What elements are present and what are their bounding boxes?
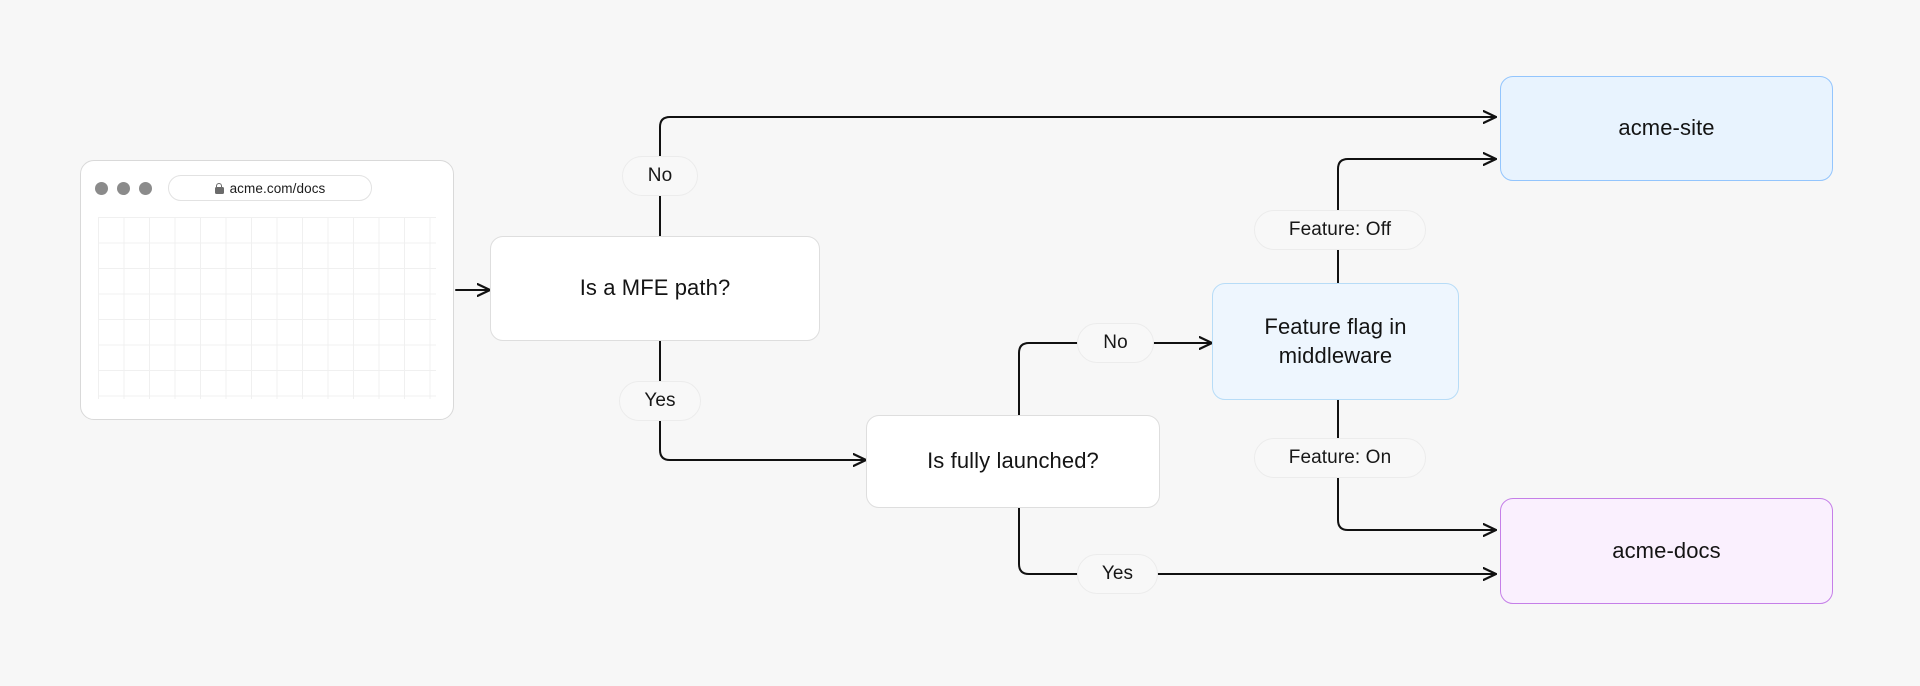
address-bar[interactable]: acme.com/docs — [168, 175, 372, 201]
url-text: acme.com/docs — [229, 180, 326, 196]
node-acme-site-label: acme-site — [1618, 115, 1715, 141]
edge-feature-on-to-docs — [1337, 477, 1496, 530]
edge-label-mfe-yes: Yes — [619, 381, 701, 421]
traffic-lights — [95, 181, 152, 195]
edge-label-launched-no: No — [1077, 323, 1154, 363]
edge-label-launched-no-text: No — [1103, 332, 1128, 353]
node-is-fully-launched[interactable]: Is fully launched? — [866, 415, 1160, 508]
node-is-mfe-path-label: Is a MFE path? — [579, 275, 731, 301]
edge-mfe-yes-to-launched — [659, 420, 866, 460]
edge-label-mfe-no-text: No — [647, 165, 673, 186]
edge-launched-no-up — [1018, 342, 1078, 416]
node-feature-flag-line2: middleware — [1278, 342, 1393, 368]
node-acme-site[interactable]: acme-site — [1500, 76, 1833, 181]
edge-label-mfe-no: No — [622, 156, 698, 196]
edge-label-feature-on: Feature: On — [1254, 438, 1426, 478]
dot-green-icon[interactable] — [139, 181, 152, 195]
edge-label-feature-on-text: Feature: On — [1288, 447, 1392, 468]
edge-label-feature-off: Feature: Off — [1254, 210, 1426, 250]
edge-label-feature-off-text: Feature: Off — [1288, 219, 1392, 240]
browser-toolbar: acme.com/docs — [81, 161, 453, 215]
node-is-mfe-path[interactable]: Is a MFE path? — [490, 236, 820, 341]
edge-mfe-no-to-site — [659, 117, 1496, 157]
edge-feature-off-to-site — [1337, 159, 1496, 211]
node-feature-flag-line1: Feature flag in — [1264, 314, 1407, 340]
node-feature-flag-middleware[interactable]: Feature flag in middleware — [1212, 283, 1459, 400]
browser-page-grid — [98, 217, 436, 399]
edge-launched-yes-down — [1018, 507, 1078, 575]
node-is-fully-launched-label: Is fully launched? — [927, 448, 1099, 474]
browser-window[interactable]: acme.com/docs — [80, 160, 454, 420]
lock-icon — [214, 182, 224, 194]
dot-red-icon[interactable] — [95, 181, 108, 195]
node-acme-docs-label: acme-docs — [1612, 537, 1721, 563]
dot-yellow-icon[interactable] — [117, 181, 130, 195]
node-acme-docs[interactable]: acme-docs — [1500, 498, 1833, 604]
edge-label-launched-yes-text: Yes — [1101, 563, 1134, 584]
edge-label-mfe-yes-text: Yes — [644, 390, 676, 411]
edge-label-launched-yes: Yes — [1077, 554, 1158, 594]
